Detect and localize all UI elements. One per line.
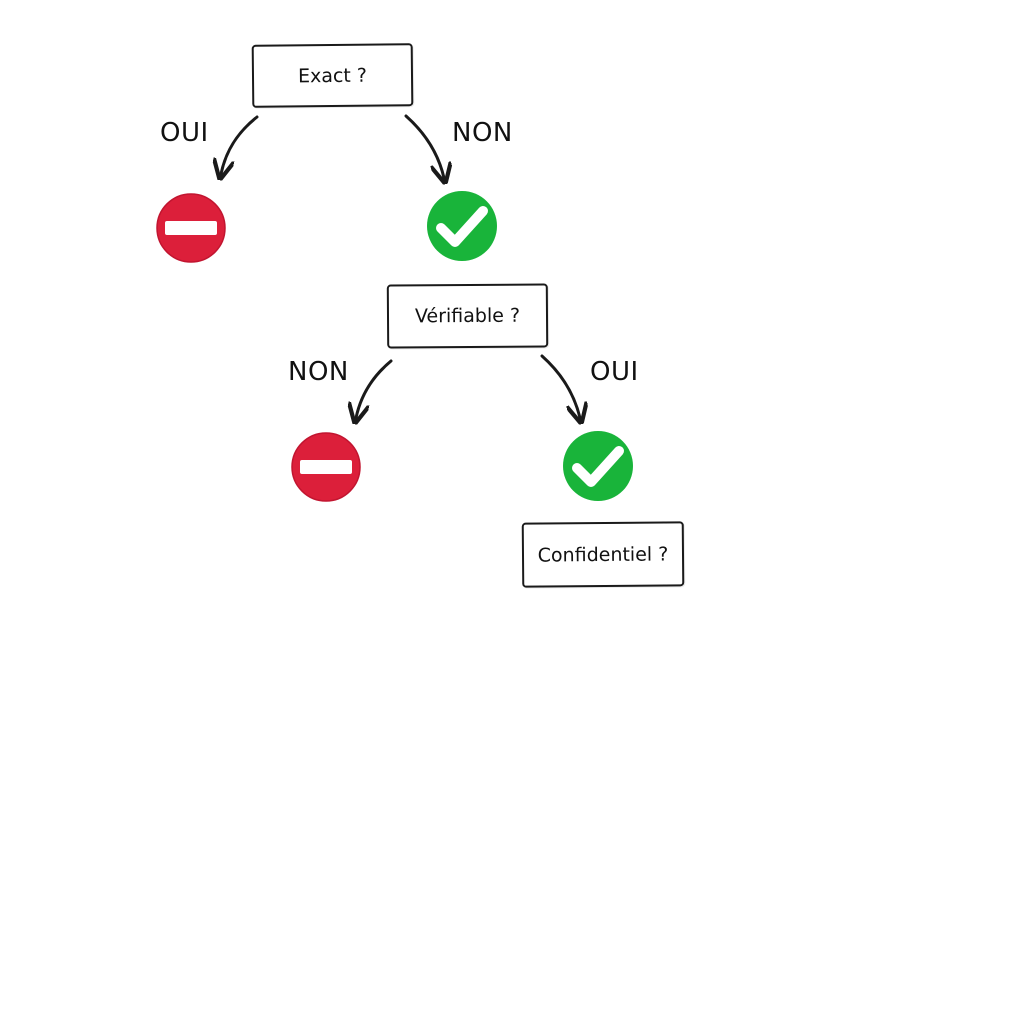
decision-node-confidentiel-label: Confidentiel ? (537, 542, 669, 567)
decision-node-exact: Exact ? (251, 43, 414, 108)
decision-node-verifiable-label: Vérifiable ? (414, 304, 521, 328)
arrow-exact-no (404, 114, 444, 178)
branch-label-verifiable-no: NON (288, 357, 349, 387)
decision-node-verifiable: Vérifiable ? (386, 283, 549, 349)
branch-label-exact-yes: OUI (160, 118, 209, 148)
no-entry-icon (156, 193, 226, 263)
decision-node-confidentiel: Confidentiel ? (521, 521, 685, 588)
no-entry-icon (291, 432, 361, 502)
checkmark-icon (427, 191, 497, 261)
branch-label-exact-no: NON (452, 118, 513, 148)
arrow-verifiable-no (356, 359, 393, 418)
checkmark-icon (563, 431, 633, 501)
arrow-exact-yes (221, 115, 259, 174)
arrow-verifiable-yes (540, 354, 580, 418)
decision-node-exact-label: Exact ? (297, 64, 368, 87)
branch-label-verifiable-yes: OUI (590, 357, 639, 387)
